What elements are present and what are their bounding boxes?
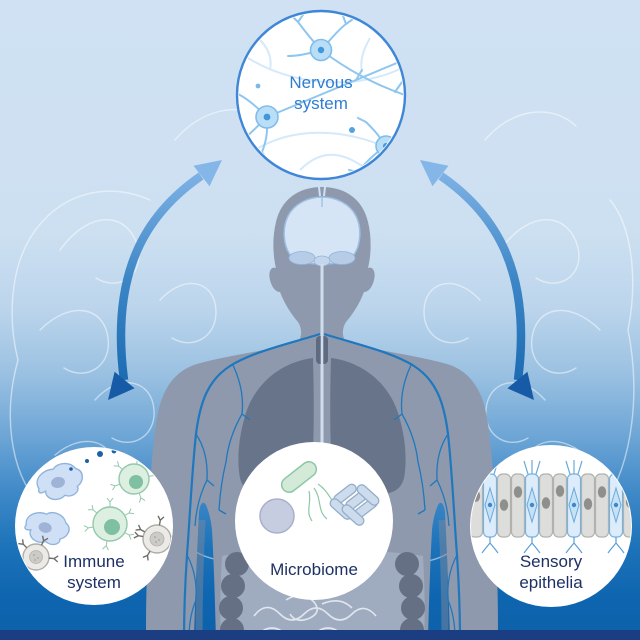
microbiome-circle [235, 442, 393, 600]
sensory-epithelia-circle [470, 445, 632, 607]
coccus-icon [259, 498, 295, 534]
arrowhead-up [193, 160, 222, 187]
antigen-presenting-cell-icon [16, 535, 59, 575]
nervous-system-label: Nervous system [289, 73, 353, 113]
macrophage-icon [24, 511, 70, 546]
antigen-dots [69, 448, 117, 471]
arm-shading-right [438, 519, 449, 640]
footer-bar [0, 630, 640, 640]
microbiome-label: Microbiome [270, 560, 358, 579]
rod-bacteria-cluster-icon [329, 483, 380, 526]
circle-connector [317, 177, 327, 197]
bacteria-icon [259, 461, 380, 534]
brain-icon [283, 196, 361, 267]
immune-system-circle [15, 447, 173, 605]
epithelium-icon [471, 460, 631, 554]
sensory-cells [481, 460, 625, 554]
nervous-system-circle [235, 9, 407, 181]
cerebellum-left [288, 251, 316, 265]
arm-shading-left [195, 519, 206, 640]
cerebellum-right [328, 251, 356, 265]
immune-cells-icon [16, 448, 172, 575]
arrow-nervous-immune [108, 160, 222, 400]
lymphocyte-icon [83, 497, 135, 551]
macrophage-icon [36, 462, 83, 501]
arrowhead-down [108, 371, 135, 400]
immune-system-label: Immune system [63, 552, 125, 592]
sensory-epithelia-label: Sensory epithelia [519, 552, 583, 592]
lymphocyte-icon [109, 454, 159, 504]
